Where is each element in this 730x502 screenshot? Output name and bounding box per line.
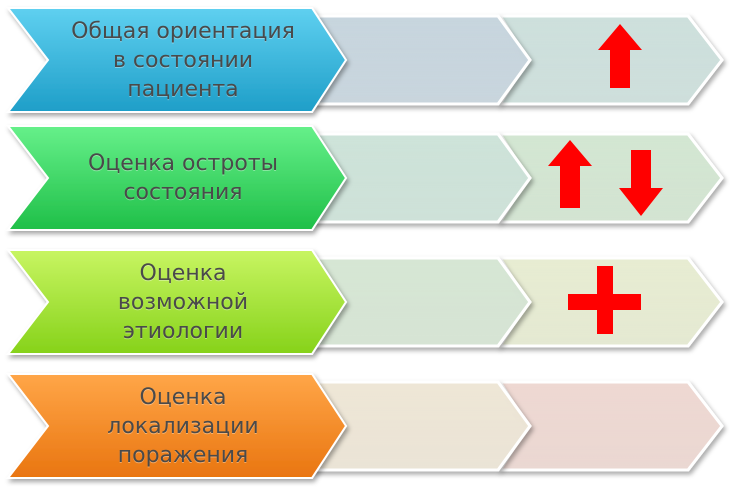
row-4-label: Оценка локализации поражения xyxy=(107,384,259,468)
row-2-end-chevron xyxy=(497,132,724,224)
plus-icon xyxy=(568,266,641,334)
row-3-main-chevron xyxy=(5,249,348,355)
row-4 xyxy=(5,373,724,479)
arrow-up-icon xyxy=(548,140,592,208)
row-4-end-chevron xyxy=(497,380,724,472)
row-2 xyxy=(5,125,724,231)
row-1 xyxy=(5,7,724,113)
row-2-main-chevron xyxy=(5,125,348,231)
row-2-label: Оценка остроты состояния xyxy=(88,151,278,205)
arrow-up-icon xyxy=(598,24,642,88)
arrow-down-icon xyxy=(619,150,663,216)
row-3-label: Оценка возможной этиологии xyxy=(117,260,249,344)
row-1-main-chevron xyxy=(5,7,348,113)
row-1-label: Общая ориентация в состоянии пациента xyxy=(71,18,295,102)
row-3 xyxy=(5,249,724,355)
row-4-main-chevron xyxy=(5,373,348,479)
